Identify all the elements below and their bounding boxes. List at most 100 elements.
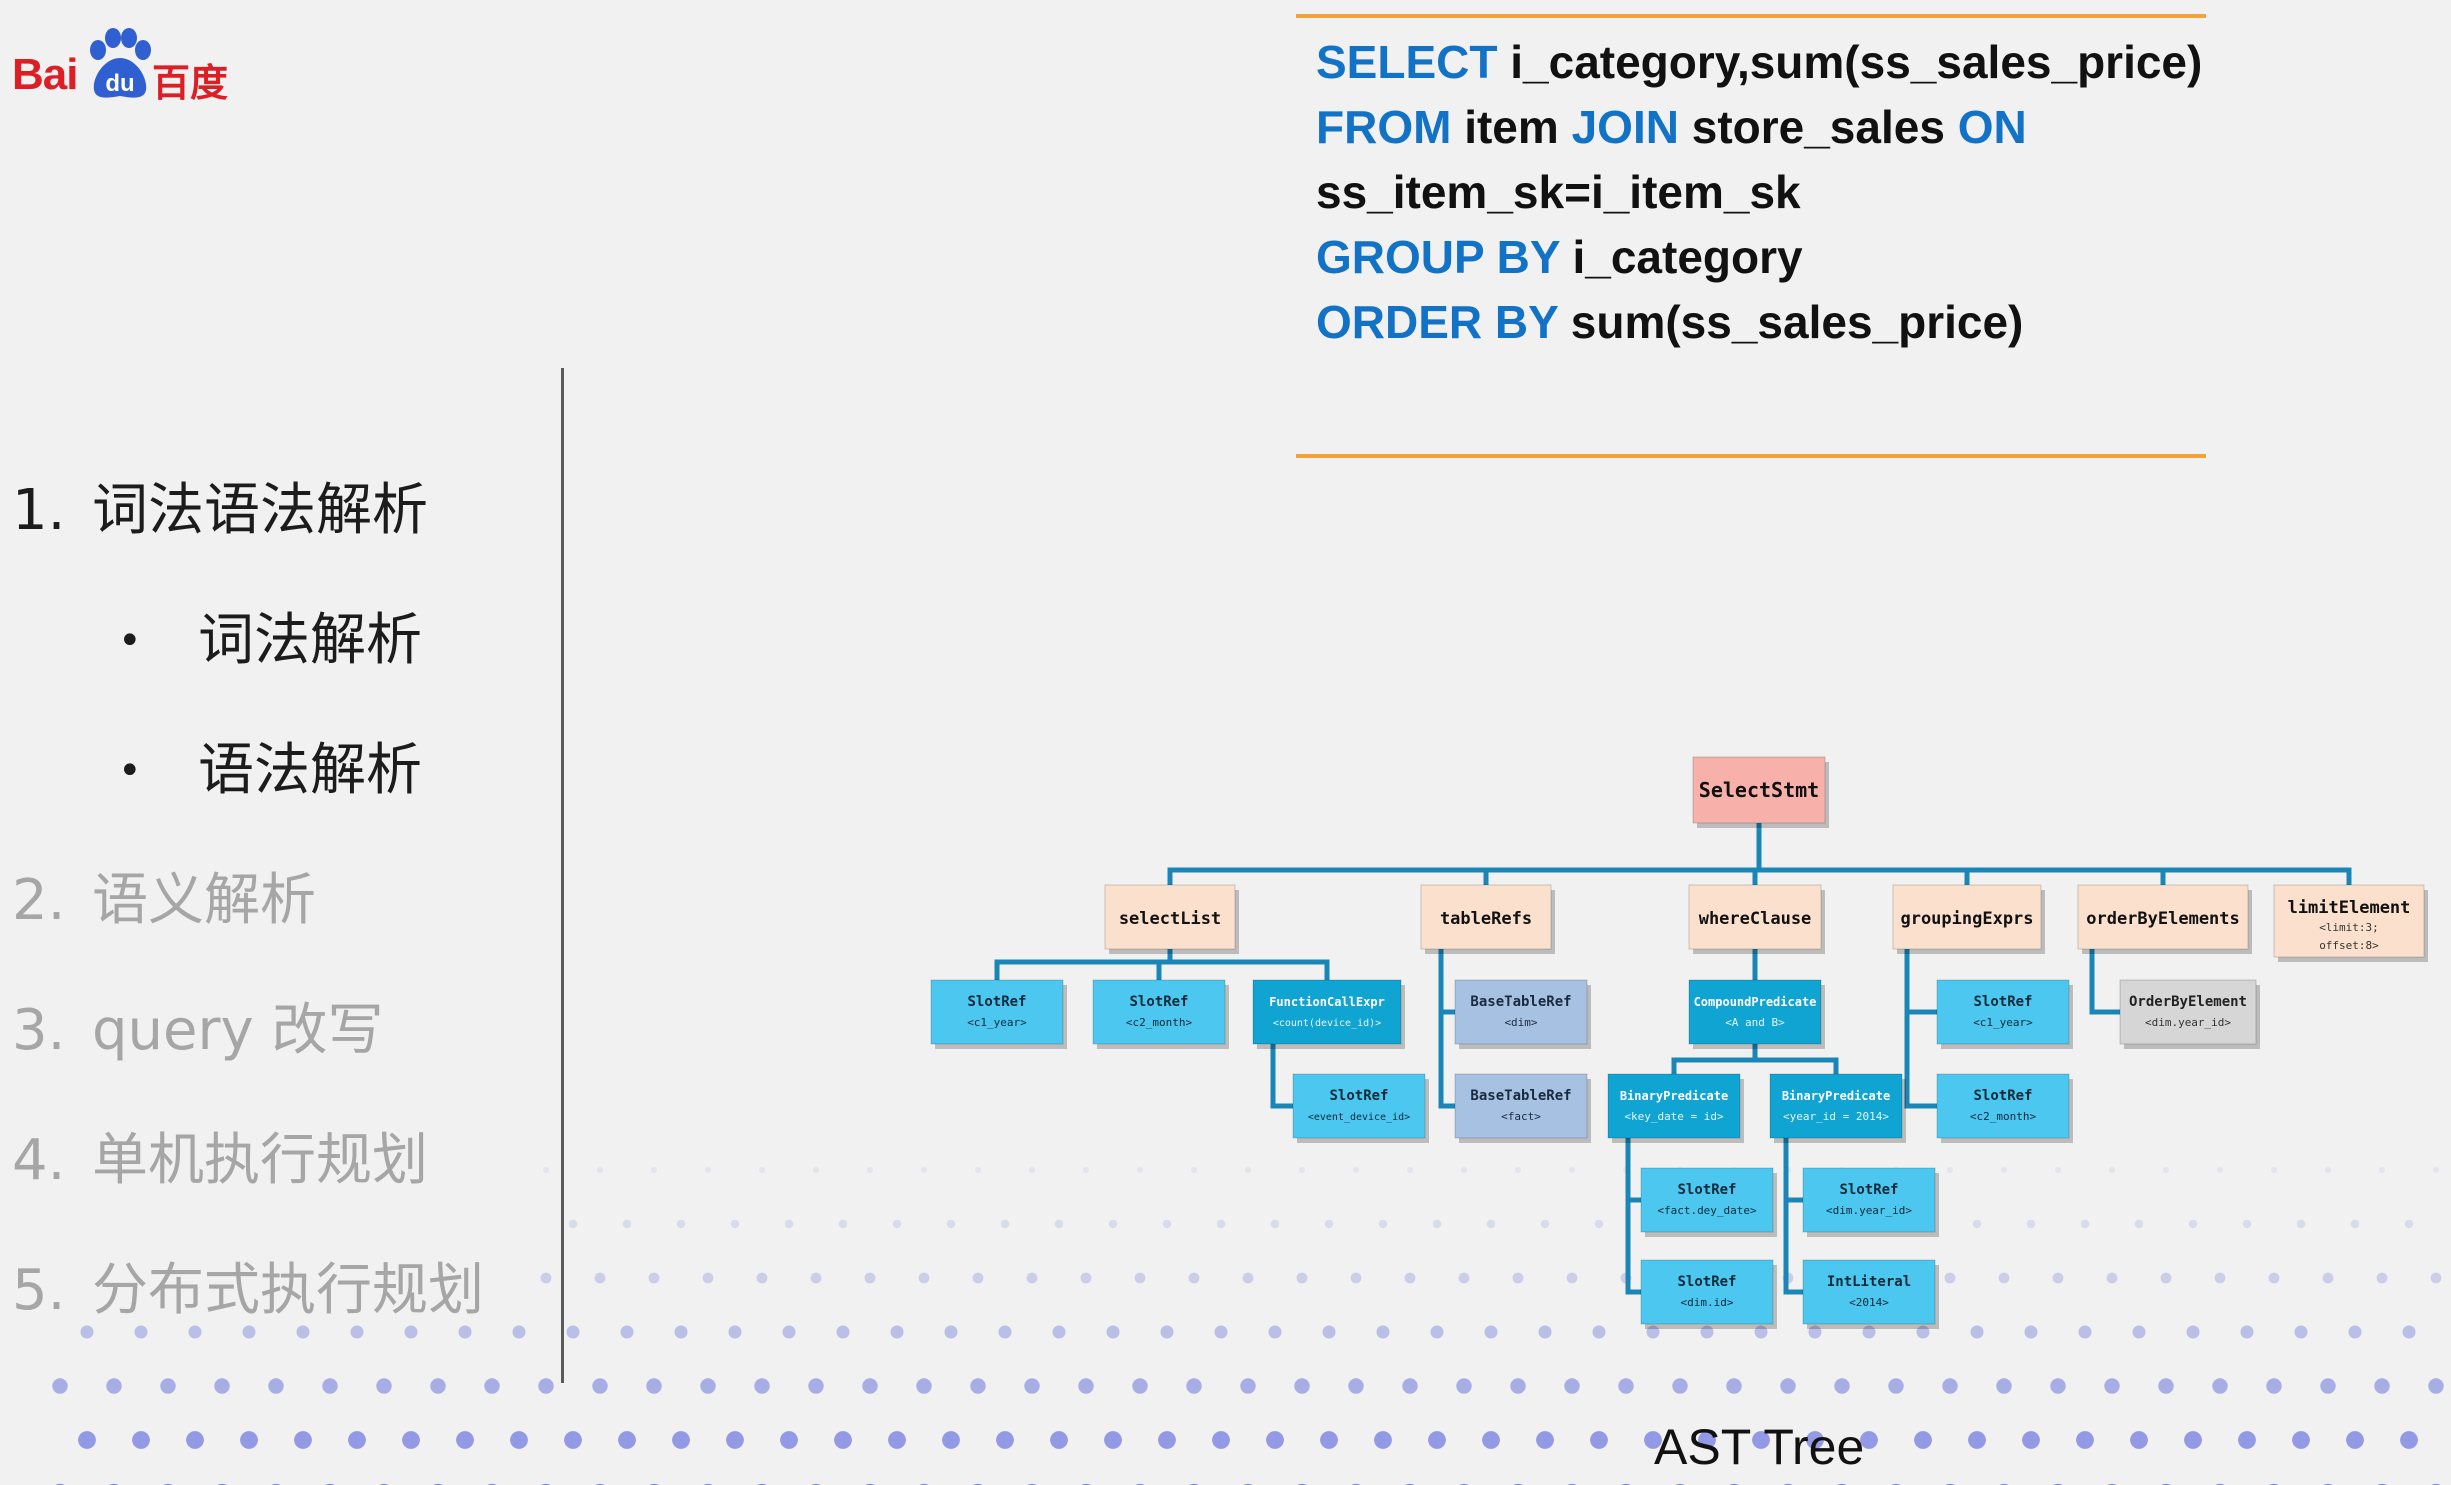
toc-item-number: 1.: [12, 478, 66, 543]
ast-node-subtitle: <fact>: [1501, 1110, 1541, 1123]
ast-node-where-clause: whereClause: [1688, 884, 1825, 954]
ast-node-title: IntLiteral: [1827, 1274, 1911, 1290]
ast-node-title: BinaryPredicate: [1782, 1089, 1890, 1103]
ast-node-title: orderByElements: [2086, 909, 2240, 929]
bullet-icon: •: [118, 618, 142, 664]
toc-item-label: query 改写: [92, 998, 384, 1063]
logo-text-cn: 百度: [152, 61, 229, 105]
ast-node-title: FunctionCallExpr: [1269, 995, 1385, 1009]
toc-item-label: 词法语法解析: [92, 478, 428, 543]
ast-node-title: BaseTableRef: [1470, 994, 1571, 1010]
ast-node-slotref-c2-month-2: SlotRef<c2_month>: [1936, 1073, 2073, 1143]
ast-node-title: SlotRef: [1839, 1182, 1898, 1198]
sql-text: i_category,sum(ss_sales_price): [1497, 36, 2203, 88]
sql-line-2: FROM item JOIN store_sales ON: [1316, 95, 2202, 160]
ast-node-subtitle: <2014>: [1849, 1296, 1889, 1309]
sql-text: i_category: [1559, 231, 1803, 283]
ast-node-int-literal-2014: IntLiteral <2014>: [1802, 1259, 1939, 1329]
toc-item-label: 语义解析: [92, 868, 316, 933]
ast-node-title: CompoundPredicate: [1694, 995, 1817, 1009]
ast-node-select-list: selectList: [1104, 884, 1239, 954]
ast-node-subtitle: <dim>: [1504, 1016, 1537, 1029]
ast-node-subtitle: <A and B>: [1725, 1016, 1785, 1029]
ast-node-slotref-c1-year: SlotRef <c1_year>: [930, 979, 1067, 1049]
sql-keyword: FROM: [1316, 101, 1452, 153]
ast-node-select-stmt: SelectStmt: [1692, 756, 1829, 828]
ast-node-slotref-dim-year-id: SlotRef <dim.year_id>: [1802, 1167, 1939, 1237]
ast-node-slotref-fact-dey-date: SlotRef <fact.dey_date>: [1640, 1167, 1777, 1237]
ast-node-slotref-c2-month: SlotRef <c2_month>: [1092, 979, 1229, 1049]
ast-node-slotref-dim-id: SlotRef <dim.id>: [1640, 1259, 1777, 1329]
ast-node-title: SlotRef: [1973, 1088, 2032, 1104]
toc-item-number: 3.: [12, 998, 66, 1063]
sql-bottom-rule: [1296, 454, 2206, 458]
ast-node-title: whereClause: [1699, 909, 1812, 929]
toc-item-label: 分布式执行规划: [92, 1258, 484, 1323]
logo-text-paw: du: [105, 70, 134, 97]
ast-node-slotref-c1-year-2: SlotRef<c1_year>: [1936, 979, 2073, 1049]
ast-node-subtitle: <dim.id>: [1681, 1296, 1734, 1309]
sql-keyword: ON: [1957, 101, 2027, 153]
toc-item-label: 单机执行规划: [92, 1128, 428, 1193]
sql-line-5: ORDER BY sum(ss_sales_price): [1316, 290, 2202, 355]
ast-node-title: OrderByElement: [2129, 994, 2247, 1010]
ast-node-title: BaseTableRef: [1470, 1088, 1571, 1104]
ast-node-subtitle: <count(device_id)>: [1273, 1018, 1381, 1029]
sql-keyword: JOIN: [1571, 101, 1679, 153]
vertical-divider: [561, 368, 564, 1383]
sql-line-4: GROUP BY i_category: [1316, 225, 2202, 290]
ast-node-title: SlotRef: [1129, 994, 1188, 1010]
sql-text: ss_item_sk=i_item_sk: [1316, 166, 1801, 218]
ast-node-subtitle: <key_date = id>: [1624, 1110, 1724, 1123]
sql-keyword: SELECT: [1316, 36, 1498, 88]
ast-node-title: SelectStmt: [1699, 778, 1819, 802]
ast-node-subtitle: <c1_year>: [967, 1016, 1027, 1029]
ast-node-order-by-elements: orderByElements: [2077, 884, 2252, 954]
sql-keyword: ORDER BY: [1316, 296, 1558, 348]
ast-node-base-table-ref-dim: BaseTableRef <dim>: [1454, 979, 1591, 1049]
toc-item-number: 5.: [12, 1258, 66, 1323]
ast-node-subtitle: <event_device_id>: [1308, 1112, 1410, 1123]
ast-node-table-refs: tableRefs: [1420, 884, 1555, 954]
ast-node-title: SlotRef: [967, 994, 1026, 1010]
ast-node-limit-element: limitElement <limit:3; offset:8>: [2273, 884, 2428, 962]
sql-line-1: SELECT i_category,sum(ss_sales_price): [1316, 30, 2202, 95]
ast-node-order-by-element: OrderByElement <dim.year_id>: [2119, 979, 2260, 1049]
ast-node-subtitle: <c2_month>: [1126, 1016, 1193, 1029]
ast-node-subtitle: <year_id = 2014>: [1783, 1110, 1889, 1123]
ast-node-title: groupingExprs: [1900, 909, 2033, 929]
ast-node-grouping-exprs: groupingExprs: [1892, 884, 2045, 954]
ast-node-binary-predicate-key-date: BinaryPredicate <key_date = id>: [1607, 1073, 1744, 1143]
ast-node-subtitle: <dim.year_id>: [2145, 1016, 2231, 1029]
baidu-logo: Bai du 百度: [12, 28, 232, 108]
ast-node-binary-predicate-year-id: BinaryPredicate <year_id = 2014>: [1769, 1073, 1906, 1143]
toc-item-number: 4.: [12, 1128, 66, 1193]
sql-text: item: [1451, 101, 1572, 153]
toc-subitem-label: 词法解析: [198, 608, 422, 673]
ast-tree-caption: AST Tree: [1654, 1419, 1865, 1475]
ast-node-subtitle: <limit:3;: [2319, 921, 2379, 934]
sql-text: store_sales: [1678, 101, 1958, 153]
ast-node-title: selectList: [1119, 909, 1221, 929]
ast-node-title: SlotRef: [1677, 1182, 1736, 1198]
sql-line-3: ss_item_sk=i_item_sk: [1316, 160, 2202, 225]
sql-top-rule: [1296, 14, 2206, 18]
ast-node-title: BinaryPredicate: [1620, 1089, 1728, 1103]
sql-keyword: GROUP BY: [1316, 231, 1560, 283]
paw-icon: du: [90, 28, 151, 98]
toc-subitem-label: 语法解析: [198, 738, 422, 803]
ast-node-title: SlotRef: [1329, 1088, 1388, 1104]
ast-node-slotref-event-device-id: SlotRef <event_device_id>: [1292, 1073, 1429, 1143]
ast-node-subtitle: <dim.year_id>: [1826, 1204, 1912, 1217]
logo-text-latin: Bai: [12, 50, 78, 99]
ast-node-title: SlotRef: [1677, 1274, 1736, 1290]
sql-query-block: SELECT i_category,sum(ss_sales_price)FRO…: [1316, 30, 2202, 355]
ast-node-title: limitElement: [2288, 898, 2411, 918]
ast-node-base-table-ref-fact: BaseTableRef <fact>: [1454, 1073, 1591, 1143]
ast-node-subtitle-2: offset:8>: [2319, 939, 2379, 952]
ast-node-subtitle: <fact.dey_date>: [1657, 1204, 1757, 1217]
sql-text: sum(ss_sales_price): [1557, 296, 2024, 348]
toc-item-number: 2.: [12, 868, 66, 933]
